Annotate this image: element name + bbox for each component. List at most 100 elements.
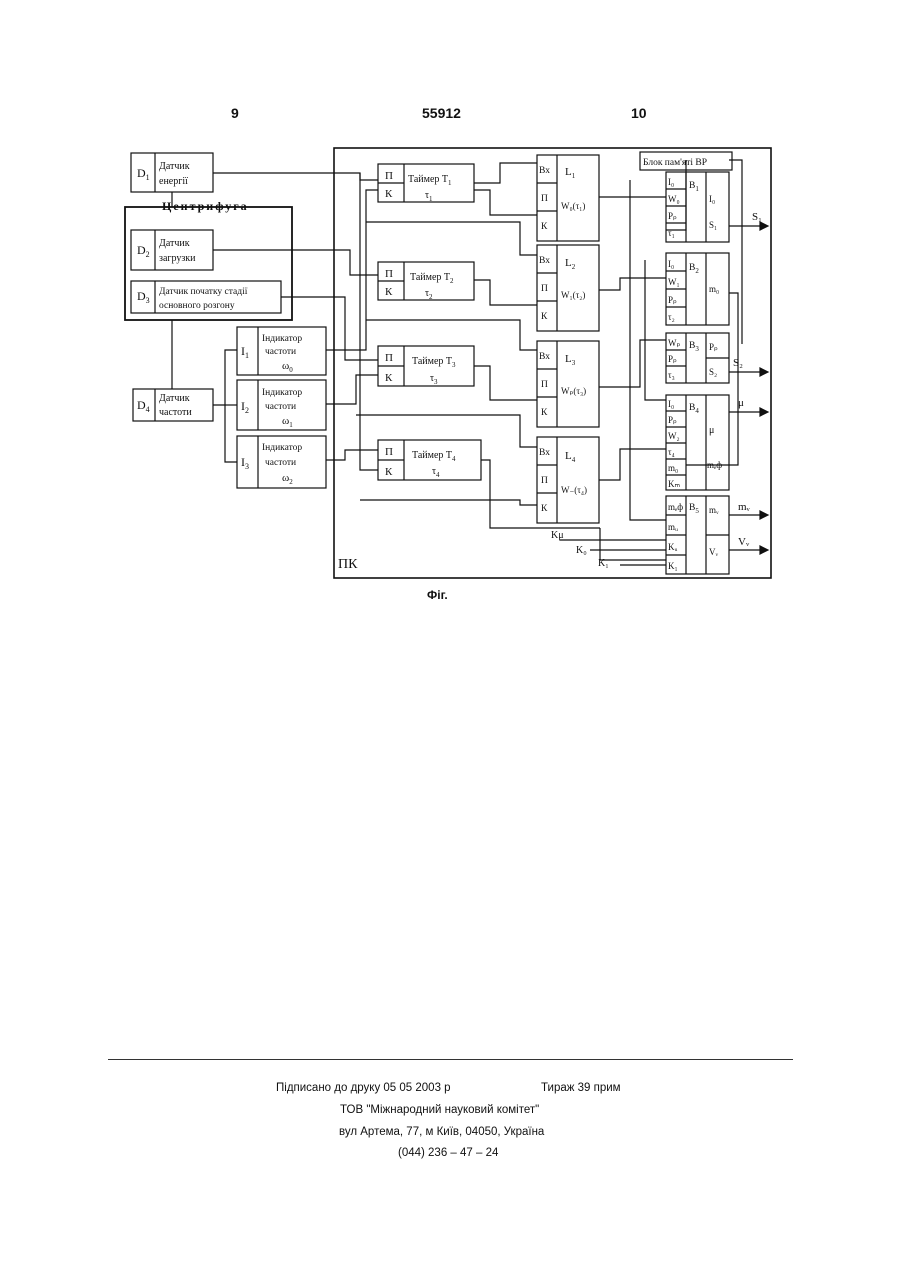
b-block-1-box (666, 172, 729, 242)
b4-in-1: Pₚ (668, 415, 677, 425)
l1-in-p: П (541, 194, 548, 204)
l1-in-k: К (541, 222, 548, 232)
timer-1-p: П (385, 170, 393, 182)
b3-in-1: Pₚ (668, 354, 677, 364)
imprint-print-run: Тираж 39 прим (541, 1082, 621, 1094)
sensor-d3-id: D3 (137, 289, 150, 305)
footer-divider (108, 1059, 793, 1060)
indicator-2-line1: Індикатор (262, 388, 302, 398)
l3-out: Wₚ(τ₃) (561, 386, 586, 396)
sensor-d2-id: D2 (137, 243, 150, 259)
b1-in-0: I₀ (668, 177, 674, 187)
b2-name: B2 (689, 263, 699, 275)
timer-2-k: К (385, 286, 393, 298)
b1-in-2: Pₚ (668, 211, 677, 221)
b1-in-1: W₀ (668, 194, 680, 204)
output-mv: mᵥ (738, 501, 751, 513)
b1-out-0: I₀ (709, 194, 715, 204)
l4-out: W₋(τ₄) (561, 485, 587, 495)
timer-4-tau: τ4 (432, 466, 440, 479)
b4-name: B4 (689, 403, 699, 415)
indicator-2-freq: ω1 (282, 415, 293, 429)
sensor-d3-line1: Датчик початку стадії (159, 287, 248, 297)
sensor-d4-line1: Датчик (159, 393, 190, 404)
b4-out-1: mₑф (707, 460, 722, 470)
timer-3-label: Таймер T3 (412, 356, 456, 369)
output-mu: μ (738, 397, 744, 409)
timer-1-k: К (385, 188, 393, 200)
l3-in-k: К (541, 408, 548, 418)
b1-out-1: S₁ (709, 220, 717, 230)
timer-4-k: К (385, 466, 393, 478)
l2-in-p: П (541, 284, 548, 294)
k-input-1: K₁ (598, 558, 609, 569)
output-s2: S₂ (733, 357, 743, 369)
timer-3-p: П (385, 352, 393, 364)
b4-in-3: τ₄ (668, 447, 675, 457)
b2-in-1: W₁ (668, 277, 680, 287)
b4-in-2: W₂ (668, 431, 680, 441)
l2-in-k: К (541, 312, 548, 322)
b5-out-0: mᵥ (709, 505, 719, 515)
b3-name: B3 (689, 341, 699, 353)
memory-block-label: Блок пам'яті ВР (643, 158, 707, 168)
indicator-2-id: I2 (241, 399, 249, 415)
l3-in-vx: Вх (539, 352, 550, 362)
b2-in-0: I₀ (668, 259, 674, 269)
sensor-d1-line1: Датчик (159, 161, 190, 172)
l3-name: L3 (565, 353, 576, 367)
l4-name: L4 (565, 450, 576, 464)
b4-in-4: m₀ (668, 463, 678, 473)
k-input-mu: Kμ (551, 530, 564, 541)
b2-in-3: τ₂ (668, 312, 675, 322)
figure-caption: Фіг. (427, 588, 448, 602)
timer-4-p: П (385, 446, 393, 458)
l3-in-p: П (541, 380, 548, 390)
b1-in-3: τ₁ (668, 228, 675, 238)
indicator-1-id: I1 (241, 344, 249, 360)
timer-3-k: К (385, 372, 393, 384)
output-vv: Vᵥ (738, 536, 750, 548)
sensor-d4-line2: частоти (159, 407, 192, 418)
l2-name: L2 (565, 257, 576, 271)
imprint-address: вул Артема, 77, м Київ, 04050, Україна (339, 1126, 544, 1138)
b3-in-2: τ₃ (668, 370, 675, 380)
b5-out-1: Vᵥ (709, 547, 718, 557)
timer-1-label: Таймер T1 (408, 174, 452, 187)
sensor-d1-id: D1 (137, 166, 150, 182)
b1-name: B1 (689, 181, 699, 193)
b5-in-1: mᵤ (668, 522, 678, 532)
l4-in-p: П (541, 476, 548, 486)
centrifuge-label: Центрифуга (162, 199, 249, 213)
block-diagram: Центрифуга ПК D1 Датчик енергії D2 Датчи… (0, 0, 900, 600)
indicator-2-line2: частоти (265, 402, 296, 412)
timer-1-tau: τ1 (425, 190, 433, 203)
imprint-signed: Підписано до друку 05 05 2003 р (276, 1082, 451, 1094)
timer-3-tau: τ3 (430, 373, 438, 386)
b3-out-1: S₂ (709, 367, 717, 377)
output-s1: S₁ (752, 211, 762, 223)
b4-out-0: μ (709, 425, 714, 436)
l4-in-vx: Вх (539, 448, 550, 458)
indicator-1-line2: частоти (265, 347, 296, 357)
b3-in-0: Wₚ (668, 338, 680, 348)
b5-in-2: Kᵤ (668, 542, 677, 552)
l2-in-vx: Вх (539, 256, 550, 266)
l1-name: L1 (565, 166, 576, 180)
sensor-d2-line2: загрузки (159, 253, 196, 264)
l1-out: W₀(τ₁) (561, 201, 585, 211)
indicator-3-line1: Індикатор (262, 443, 302, 453)
l1-in-vx: Вх (539, 166, 550, 176)
pk-label: ПК (338, 557, 358, 572)
imprint-phone: (044) 236 – 47 – 24 (398, 1147, 498, 1159)
imprint-publisher: ТОВ "Міжнародний науковий комітет" (340, 1104, 539, 1116)
l2-out: W₁(τ₂) (561, 290, 585, 300)
timer-4-label: Таймер T4 (412, 450, 456, 463)
indicator-3-freq: ω2 (282, 472, 293, 486)
b4-in-0: I₀ (668, 399, 674, 409)
b5-name: B5 (689, 503, 699, 515)
indicator-1-line1: Індикатор (262, 334, 302, 344)
indicator-3-id: I3 (241, 455, 249, 471)
timer-2-tau: τ2 (425, 288, 433, 301)
b4-in-5: Kₘ (668, 479, 680, 489)
